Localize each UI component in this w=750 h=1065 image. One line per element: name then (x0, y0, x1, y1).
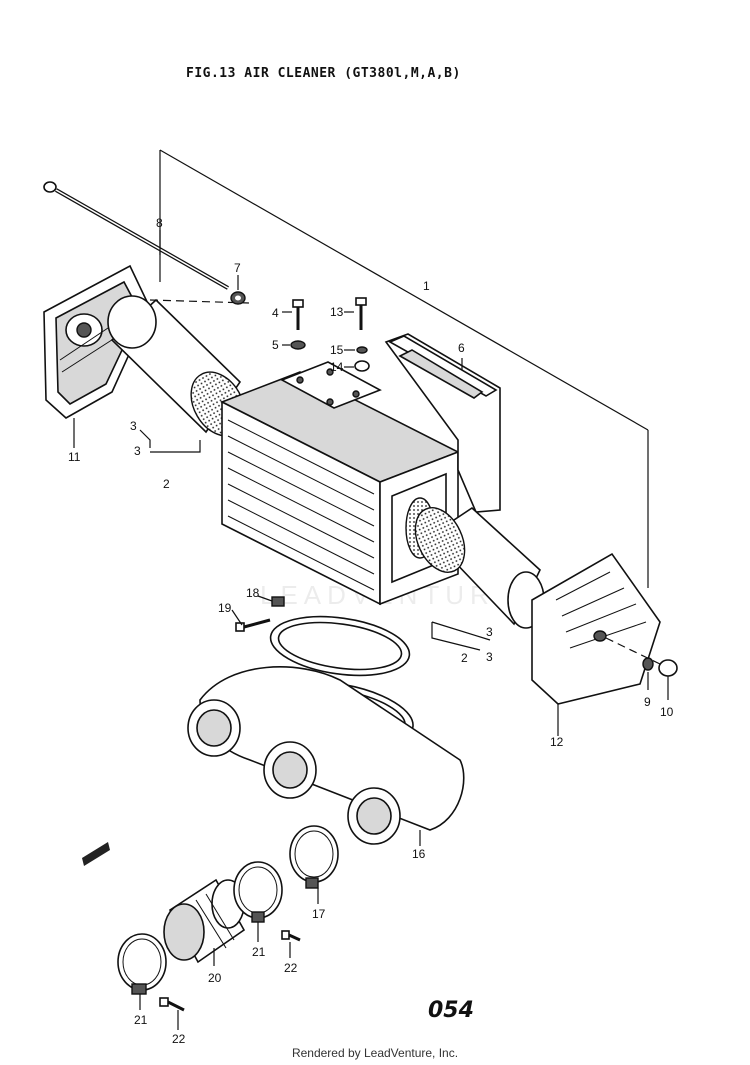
leader-lines (73, 230, 669, 1030)
callout-22-a: 22 (284, 961, 298, 975)
callout-18: 18 (246, 586, 260, 600)
sheet-number: 054 (428, 998, 474, 1023)
figure-title: FIG.13 AIR CLEANER (GT380l,M,A,B) (186, 66, 461, 81)
screw-22b (159, 997, 185, 1012)
callout-14: 14 (330, 360, 344, 374)
callout-10: 10 (660, 705, 674, 719)
callout-4: 4 (272, 306, 279, 320)
intake-duct (384, 333, 501, 513)
long-bolt (43, 181, 229, 290)
assembly-bracket (159, 149, 649, 588)
callout-3-left-b: 3 (134, 444, 141, 458)
callout-17: 17 (312, 907, 326, 921)
washer-15 (356, 346, 368, 354)
callout-1: 1 (423, 279, 430, 293)
callout-7: 7 (234, 261, 241, 275)
nut (230, 291, 246, 305)
housing-cooling-fins (227, 419, 375, 591)
bolt-13 (355, 297, 367, 330)
wing-nut (658, 659, 678, 677)
callout-22-b: 22 (172, 1032, 186, 1046)
callout-5: 5 (272, 338, 279, 352)
hose-clamp-21b (117, 933, 167, 995)
left-filter-element (107, 295, 246, 437)
callout-3-left-a: 3 (130, 419, 137, 433)
rubber-joint (163, 878, 246, 964)
air-box-housing (220, 371, 460, 606)
top-mounting-plate (280, 361, 382, 409)
washer (642, 657, 654, 671)
callout-11: 11 (68, 450, 81, 464)
washer-5 (290, 340, 306, 350)
washer-14 (354, 360, 370, 372)
callout-16: 16 (412, 847, 426, 861)
right-cover-cap (531, 552, 661, 705)
footer-credit: Rendered by LeadVenture, Inc. (291, 1046, 459, 1060)
clamp-screw (235, 596, 285, 632)
callout-2-right: 2 (461, 651, 468, 665)
callout-13: 13 (330, 305, 344, 319)
callout-6: 6 (458, 341, 465, 355)
hose-clamp-17 (289, 825, 339, 889)
callout-21-b: 21 (134, 1013, 148, 1027)
callout-8: 8 (156, 216, 163, 230)
callout-21-a: 21 (252, 945, 266, 959)
clamp-band-inner (277, 621, 403, 671)
front-arrow-icon (82, 842, 110, 866)
callout-12: 12 (550, 735, 564, 749)
bolt-4 (292, 299, 304, 330)
intake-manifold (187, 666, 465, 845)
hose-clamp-21a (233, 861, 283, 923)
screw-22a (281, 930, 301, 942)
callout-3-right-a: 3 (486, 625, 493, 639)
callout-19: 19 (218, 601, 232, 615)
callout-9: 9 (644, 695, 651, 709)
callout-3-right-b: 3 (486, 650, 493, 664)
cap-axis-line (605, 637, 661, 665)
callout-20: 20 (208, 971, 222, 985)
right-filter-element (414, 506, 545, 629)
callout-15: 15 (330, 343, 344, 357)
callout-labels: 1 2 2 3 3 3 3 4 5 6 7 8 9 10 11 12 13 14… (68, 216, 674, 1046)
callout-2-left: 2 (163, 477, 170, 491)
